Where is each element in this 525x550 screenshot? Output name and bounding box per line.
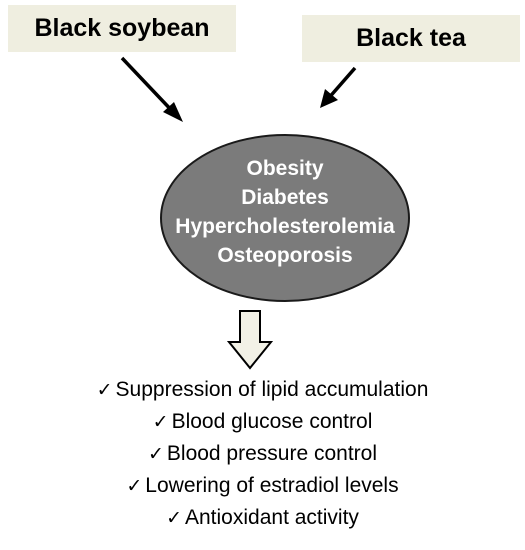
check-mark-icon: ✓: [152, 411, 169, 433]
black-tea-box: Black tea: [302, 15, 520, 62]
outcome-item: ✓Antioxidant activity: [20, 502, 505, 534]
outcome-item: ✓Suppression of lipid accumulation: [20, 374, 505, 406]
outcome-label: Blood glucose control: [171, 410, 373, 433]
conditions-ellipse: [160, 134, 410, 302]
condition-diabetes: Diabetes: [241, 186, 329, 209]
conditions-list: Obesity Diabetes Hypercholesterolemia Os…: [155, 154, 415, 270]
black-soybean-label: Black soybean: [34, 14, 210, 42]
condition-osteoporosis: Osteoporosis: [217, 244, 353, 267]
condition-hypercholesterolemia: Hypercholesterolemia: [175, 215, 395, 238]
down-block-arrow: [226, 310, 274, 370]
arrowhead-right: [320, 89, 338, 108]
arrow-soybean-to-conditions: [120, 56, 178, 117]
outcome-label: Suppression of lipid accumulation: [115, 378, 429, 401]
arrowhead-left: [163, 102, 183, 122]
outcome-label: Antioxidant activity: [185, 506, 359, 529]
condition-obesity: Obesity: [246, 157, 324, 180]
outcome-item: ✓Blood glucose control: [20, 406, 505, 438]
outcome-item: ✓Lowering of estradiol levels: [20, 470, 505, 502]
outcome-item: ✓Blood pressure control: [20, 438, 505, 470]
check-mark-icon: ✓: [96, 379, 113, 401]
check-mark-icon: ✓: [147, 443, 164, 465]
check-mark-icon: ✓: [126, 475, 143, 497]
outcome-label: Blood pressure control: [166, 442, 378, 465]
outcome-label: Lowering of estradiol levels: [145, 474, 399, 497]
black-tea-label: Black tea: [356, 24, 466, 52]
outcomes-list: ✓Suppression of lipid accumulation ✓Bloo…: [20, 374, 505, 534]
check-mark-icon: ✓: [166, 507, 182, 529]
black-soybean-box: Black soybean: [8, 5, 236, 52]
